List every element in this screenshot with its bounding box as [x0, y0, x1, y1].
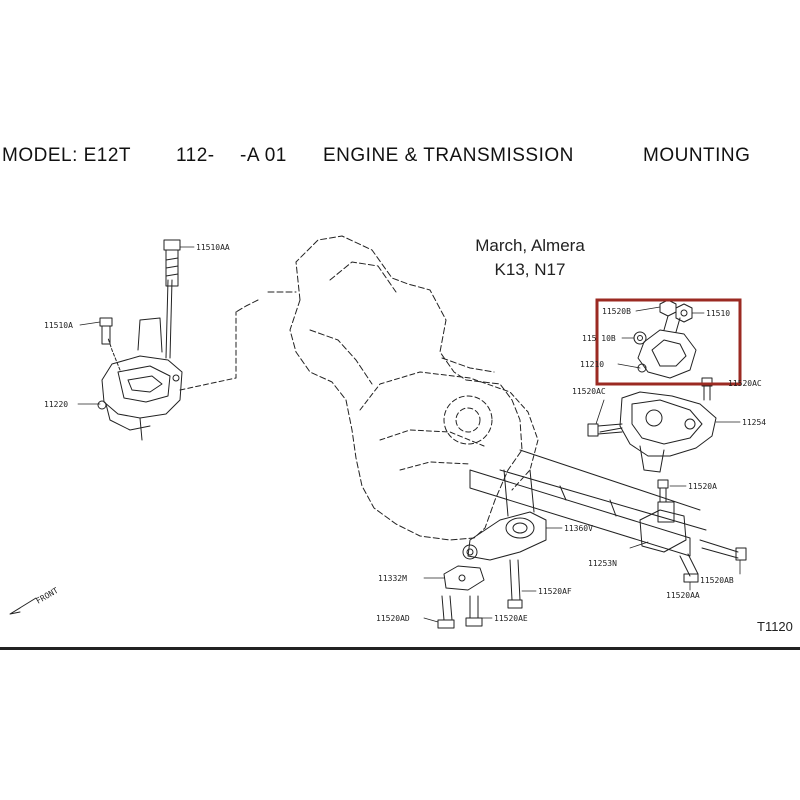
nut-11520B — [659, 299, 677, 317]
left-engine-mount — [97, 279, 183, 441]
mount-bracket-11254 — [599, 391, 717, 473]
bolt-11520AC-right — [701, 377, 713, 401]
bolt-11520AB — [699, 539, 747, 561]
label-11520AC-left: 11520AC — [572, 387, 606, 396]
title-model: MODEL: E12T — [2, 145, 132, 166]
label-11254: 11254 — [742, 418, 766, 427]
label-11520B: 11520B — [602, 307, 631, 316]
leader-left-mount — [179, 311, 237, 391]
title-variant: -A 01 — [240, 145, 287, 166]
label-11220: 11220 — [44, 400, 68, 409]
label-11360V: 11360V — [564, 524, 593, 533]
bolt-11520AD — [437, 595, 455, 629]
bottom-rule — [0, 647, 800, 650]
label-11510: 11510 — [706, 309, 730, 318]
label-11520AB: 11520AB — [700, 576, 734, 585]
callout-leaders — [77, 246, 741, 623]
title-code: 112- — [176, 145, 215, 166]
rear-mount-11360V — [462, 469, 547, 561]
label-11332M: 11332M — [378, 574, 407, 583]
washer-11510B — [633, 331, 647, 345]
label-11520AC-right: 11520AC — [728, 379, 762, 388]
label-11510B: 115 10B — [582, 334, 616, 343]
front-label: FRONT — [35, 586, 61, 606]
upper-mount-11210 — [637, 315, 697, 379]
engine-block-outline — [235, 235, 523, 541]
bolt-11520AA — [679, 553, 699, 583]
label-11253N: 11253N — [588, 559, 617, 568]
bolt-11520A — [657, 479, 669, 503]
bolt-11520AF — [507, 559, 523, 609]
label-11520AD: 11520AD — [376, 614, 410, 623]
stay-11332M — [443, 565, 485, 591]
crossmember-11253N — [469, 449, 707, 557]
bolt-11510A — [99, 317, 113, 345]
label-11510A: 11510A — [44, 321, 73, 330]
vehicle-applicability: March, Almera K13, N17 — [440, 234, 620, 282]
nut-11510 — [675, 303, 693, 323]
bolt-11520AC-left — [587, 423, 623, 437]
title-section: ENGINE & TRANSMISSION — [323, 145, 574, 166]
vehicle-codes: K13, N17 — [494, 260, 566, 279]
label-11510AA: 11510AA — [196, 243, 230, 252]
bolt-11520AE — [465, 595, 483, 627]
label-11520AE: 11520AE — [494, 614, 528, 623]
label-11210: 11210 — [580, 360, 604, 369]
page-title: MODEL: E12T 112- -A 01 ENGINE & TRANSMIS… — [0, 145, 800, 173]
label-11520AA: 11520AA — [666, 591, 700, 600]
label-11520AF: 11520AF — [538, 587, 572, 596]
front-arrow-icon — [9, 597, 37, 615]
vehicle-models: March, Almera — [475, 236, 585, 255]
bolt-11510AA — [163, 239, 181, 287]
reference-code: T1120 — [757, 619, 793, 634]
highlight-box — [595, 298, 742, 386]
title-sub: MOUNTING — [643, 145, 751, 166]
transmission-case — [359, 371, 539, 491]
label-11520A: 11520A — [688, 482, 717, 491]
